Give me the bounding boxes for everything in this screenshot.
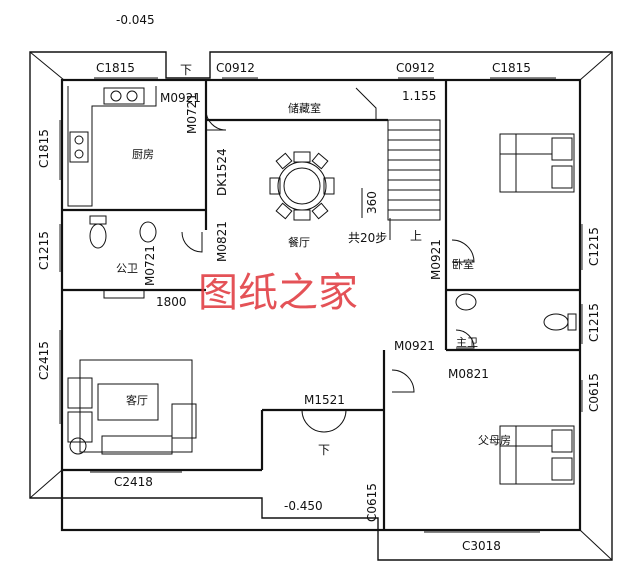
door-parents: M0921	[394, 339, 435, 353]
win-storage-top: C0912	[216, 61, 255, 75]
dining-table	[269, 151, 335, 221]
windows	[59, 77, 583, 533]
door-public-bath-upper: M0821	[215, 221, 229, 262]
room-bedroom: 卧室	[452, 257, 474, 271]
up-mark: 上	[410, 229, 422, 243]
room-kitchen: 厨房	[132, 148, 154, 161]
kitchen-fixtures	[67, 86, 157, 207]
room-dining: 餐厅	[288, 235, 310, 249]
win-bath-left: C1215	[37, 231, 51, 270]
roof-outline	[29, 51, 613, 561]
win-kitchen-left: C1815	[37, 129, 51, 168]
stair-width: 360	[365, 191, 379, 214]
win-kitchen-top: C1815	[96, 61, 135, 75]
watermark: 图纸之家	[198, 270, 358, 316]
elev-entry: -0.450	[284, 499, 323, 513]
door-bedroom: M0921	[429, 239, 443, 280]
door-storage: M0721	[185, 93, 199, 134]
down-mark-entry: 下	[318, 443, 330, 457]
bath-fixtures	[89, 215, 577, 331]
door-master-bath: M0821	[448, 367, 489, 381]
room-storage: 储藏室	[288, 101, 321, 115]
room-living: 客厅	[126, 393, 148, 407]
stair-steps: 共20步	[348, 231, 387, 245]
door-swings	[181, 109, 475, 433]
staircase	[355, 87, 441, 240]
win-parents-bottom: C3018	[462, 539, 501, 553]
text-labels: -0.045 1.155 -0.450 C1815 C0912 C0912 C1…	[37, 13, 601, 553]
win-living-left: C2415	[37, 341, 51, 380]
room-public-bath: 公卫	[116, 262, 138, 275]
down-mark-top: 下	[180, 63, 192, 77]
elev-top: -0.045	[116, 13, 155, 27]
win-bedroom-right: C1215	[587, 227, 601, 266]
exterior-walls	[60, 78, 582, 532]
door-public-bath-lower: M0721	[143, 245, 157, 286]
win-living-bottom: C2418	[114, 475, 153, 489]
parents-bed	[499, 425, 575, 485]
win-entry-small: C0615	[365, 483, 379, 522]
dim-1800: 1800	[156, 295, 187, 309]
door-dk: DK1524	[215, 148, 229, 196]
elev-stair: 1.155	[402, 89, 436, 103]
door-kitchen: M0921	[160, 91, 201, 105]
room-parents: 父母房	[478, 434, 511, 447]
win-stair-top: C0912	[396, 61, 435, 75]
win-bedroom-top: C1815	[492, 61, 531, 75]
sofa-set	[67, 359, 197, 455]
win-parents-right: C0615	[587, 373, 601, 412]
door-entry: M1521	[304, 393, 345, 407]
room-master-bath: 主卫	[456, 336, 478, 349]
bedroom-bed	[499, 133, 575, 193]
win-bath-right: C1215	[587, 303, 601, 342]
